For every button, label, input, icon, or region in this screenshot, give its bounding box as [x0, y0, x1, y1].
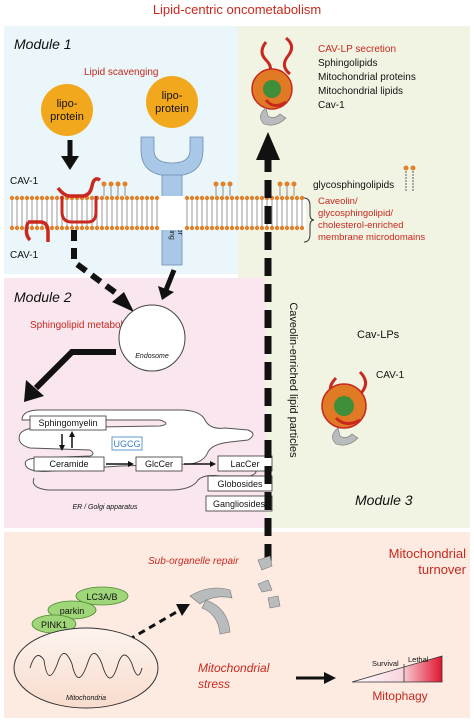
content-mito-lipids: Mitochondrial lipids — [318, 86, 403, 97]
survival-label: Survival — [372, 659, 399, 668]
svg-text:LacCer: LacCer — [230, 459, 259, 469]
mitochondrion: Mitochondria — [13, 627, 159, 709]
content-cav1: Cav-1 — [318, 100, 345, 111]
microdomain-brace — [303, 197, 315, 243]
sphingomyelin-box: Sphingomyelin — [29, 415, 107, 431]
microdomain-line-4: membrane microdomains — [318, 232, 425, 243]
microdomain-line-3: cholesterol-enriched — [318, 220, 404, 231]
glycosphingolipids-label: glycosphingolipids — [313, 180, 394, 191]
survival-lethal-wedge — [351, 655, 443, 683]
cav1-label-bottom: CAV-1 — [10, 250, 39, 261]
mito-turnover-line2: turnover — [418, 562, 466, 577]
svg-text:Globosides: Globosides — [217, 479, 263, 489]
laccer-box: LacCer — [217, 455, 273, 472]
gangliosides-box: Gangliosides — [205, 495, 273, 512]
mitophagy-label: Mitophagy — [372, 689, 427, 703]
svg-text:Sphingomyelin: Sphingomyelin — [38, 418, 97, 428]
lipoprotein-left: lipo- protein — [41, 84, 93, 136]
svg-text:protein: protein — [50, 111, 84, 123]
svg-text:Endosome: Endosome — [135, 353, 169, 360]
cav-lp-secretion-label: CAV-LP secretion — [318, 44, 396, 55]
svg-text:lipo-: lipo- — [57, 98, 78, 110]
microdomain-line-2: glycosphingolipid/ — [318, 208, 393, 219]
lipoprotein-right: lipo- protein — [146, 76, 198, 128]
svg-text:Gangliosides: Gangliosides — [213, 499, 266, 509]
cav1-label-middle: CAV-1 — [376, 370, 405, 381]
svg-text:PINK1: PINK1 — [41, 620, 67, 630]
plasma-membrane — [9, 195, 306, 231]
glycosphingolipid-stalks — [101, 181, 297, 196]
globosides-box: Globosides — [207, 475, 273, 492]
module1-label: Module 1 — [14, 36, 72, 52]
svg-text:LC3A/B: LC3A/B — [86, 592, 117, 602]
content-sphingolipids: Sphingolipids — [318, 58, 378, 69]
mito-stress-line2: stress — [198, 677, 230, 691]
ceramide-box: Ceramide — [33, 456, 105, 472]
svg-text:UGCG: UGCG — [114, 439, 141, 449]
cav-lp-particle-top — [251, 36, 293, 126]
endosome: Endosome — [118, 304, 186, 372]
ugcg-label: UGCG — [111, 436, 143, 451]
lc3ab-protein: LC3A/B — [75, 586, 129, 606]
module3-label: Module 3 — [355, 492, 413, 508]
module2-label: Module 2 — [14, 289, 72, 305]
cav-lp-particle-middle — [321, 370, 367, 446]
module3-panel — [238, 26, 470, 528]
lipid-scavenging-label: Lipid scavenging — [84, 67, 159, 78]
sub-organelle-repair-label: Sub-organelle repair — [148, 556, 239, 567]
cav1-label-top: CAV-1 — [10, 176, 39, 187]
glycosphingolipid-icon — [403, 165, 416, 192]
content-mito-proteins: Mitochondrial proteins — [318, 72, 416, 83]
svg-text:lipo-: lipo- — [162, 90, 183, 102]
endocytosis-dashed-arrow — [71, 230, 122, 299]
glccer-box: GlcCer — [135, 456, 183, 472]
svg-text:Mitochondria: Mitochondria — [66, 695, 106, 702]
mito-turnover-line1: Mitochondrial — [389, 546, 466, 561]
sphingolipid-metabolism-label: Sphingolipid metabolism — [30, 320, 138, 331]
cav1-caveola-bottom — [28, 220, 50, 242]
endosome-to-er-arrow — [33, 349, 116, 391]
svg-text:Ceramide: Ceramide — [49, 459, 88, 469]
vertical-arrow-label: Caveolin-enriched lipid particles — [287, 302, 299, 458]
microdomain-line-1: Caveolin/ — [318, 196, 358, 207]
cav-lps-label: Cav-LPs — [357, 329, 400, 341]
svg-text:parkin: parkin — [60, 606, 85, 616]
cav1-caveola-top — [56, 177, 101, 198]
svg-text:protein: protein — [155, 103, 189, 115]
mito-fragments — [189, 555, 281, 635]
mito-stress-line1: Mitochondrial — [198, 661, 270, 675]
lethal-label: Lethal — [408, 655, 429, 664]
svg-text:ER / Golgi apparatus: ER / Golgi apparatus — [73, 504, 138, 511]
receptor-to-endosome-arrow — [163, 269, 177, 291]
svg-text:GlcCer: GlcCer — [145, 459, 173, 469]
diagram-title: Lipid-centric oncometabolism — [153, 2, 321, 17]
